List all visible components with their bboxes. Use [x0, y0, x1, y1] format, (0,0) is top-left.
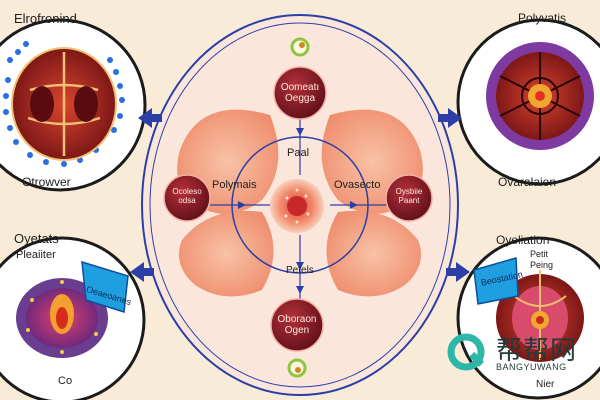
top-right-caption: Ovaralaion [498, 175, 557, 189]
node-left [163, 174, 211, 222]
node-right-line1: Oysbiie [395, 187, 423, 196]
node-right-text: Oysbiie Paant [388, 187, 430, 206]
node-bottom-line1: Oboraon [277, 314, 317, 325]
node-top-text: Oomeatı Oegga [276, 82, 324, 104]
connector-arrows [238, 128, 358, 294]
top-left-caption: Otrowver [22, 175, 71, 189]
node-top-line2: Oegga [284, 93, 316, 104]
bottom-right-title: Oyeliation [496, 233, 550, 247]
watermark: 帮帮网 BANGYUWANG [444, 330, 584, 374]
node-right-line2: Paant [398, 195, 420, 205]
badge-bottom-left [81, 260, 129, 313]
bottom-left-subtitle: Pleaiiter [16, 249, 56, 261]
label-bottom: Petels [286, 265, 314, 276]
watermark-en: BANGYUWANG [496, 362, 567, 372]
label-right: Ovasecto [334, 179, 381, 191]
node-bottom-text: Oboraon Ogen [273, 314, 321, 336]
watermark-logo-icon [447, 333, 485, 371]
corner-top-left [0, 18, 147, 192]
green-ring-top [290, 37, 310, 57]
outer-arrows [130, 108, 470, 282]
bottom-right-caption: Nier [536, 379, 555, 390]
top-right-title: Polyvatis [518, 11, 567, 25]
node-bottom [270, 298, 324, 352]
bottom-right-subtitle-1: Petit [530, 249, 549, 259]
node-left-line2: odsa [178, 195, 196, 205]
label-top: Paal [287, 147, 310, 159]
green-ring-bottom [287, 358, 307, 378]
corner-bottom-left [0, 236, 146, 400]
corner-top-right [456, 18, 600, 186]
bottom-left-title: Oyetats [14, 231, 59, 246]
node-left-line1: Ocoleso [172, 187, 202, 196]
node-top [273, 66, 327, 120]
node-left-text: Ocoleso odsa [166, 187, 208, 206]
node-bottom-line2: Ogen [284, 325, 310, 336]
bottom-left-caption: Co [58, 375, 73, 387]
label-left: Polymais [212, 179, 257, 191]
corner-bottom-right [456, 236, 600, 400]
node-top-line1: Oomeatı [280, 82, 320, 93]
node-right [385, 174, 433, 222]
top-left-title: Elrofronind [14, 11, 77, 26]
watermark-cn: 帮帮网 [496, 336, 578, 366]
bottom-right-subtitle-2: Peing [530, 260, 554, 270]
badge-bottom-right [473, 257, 519, 305]
outer-ring-inner [149, 22, 451, 388]
